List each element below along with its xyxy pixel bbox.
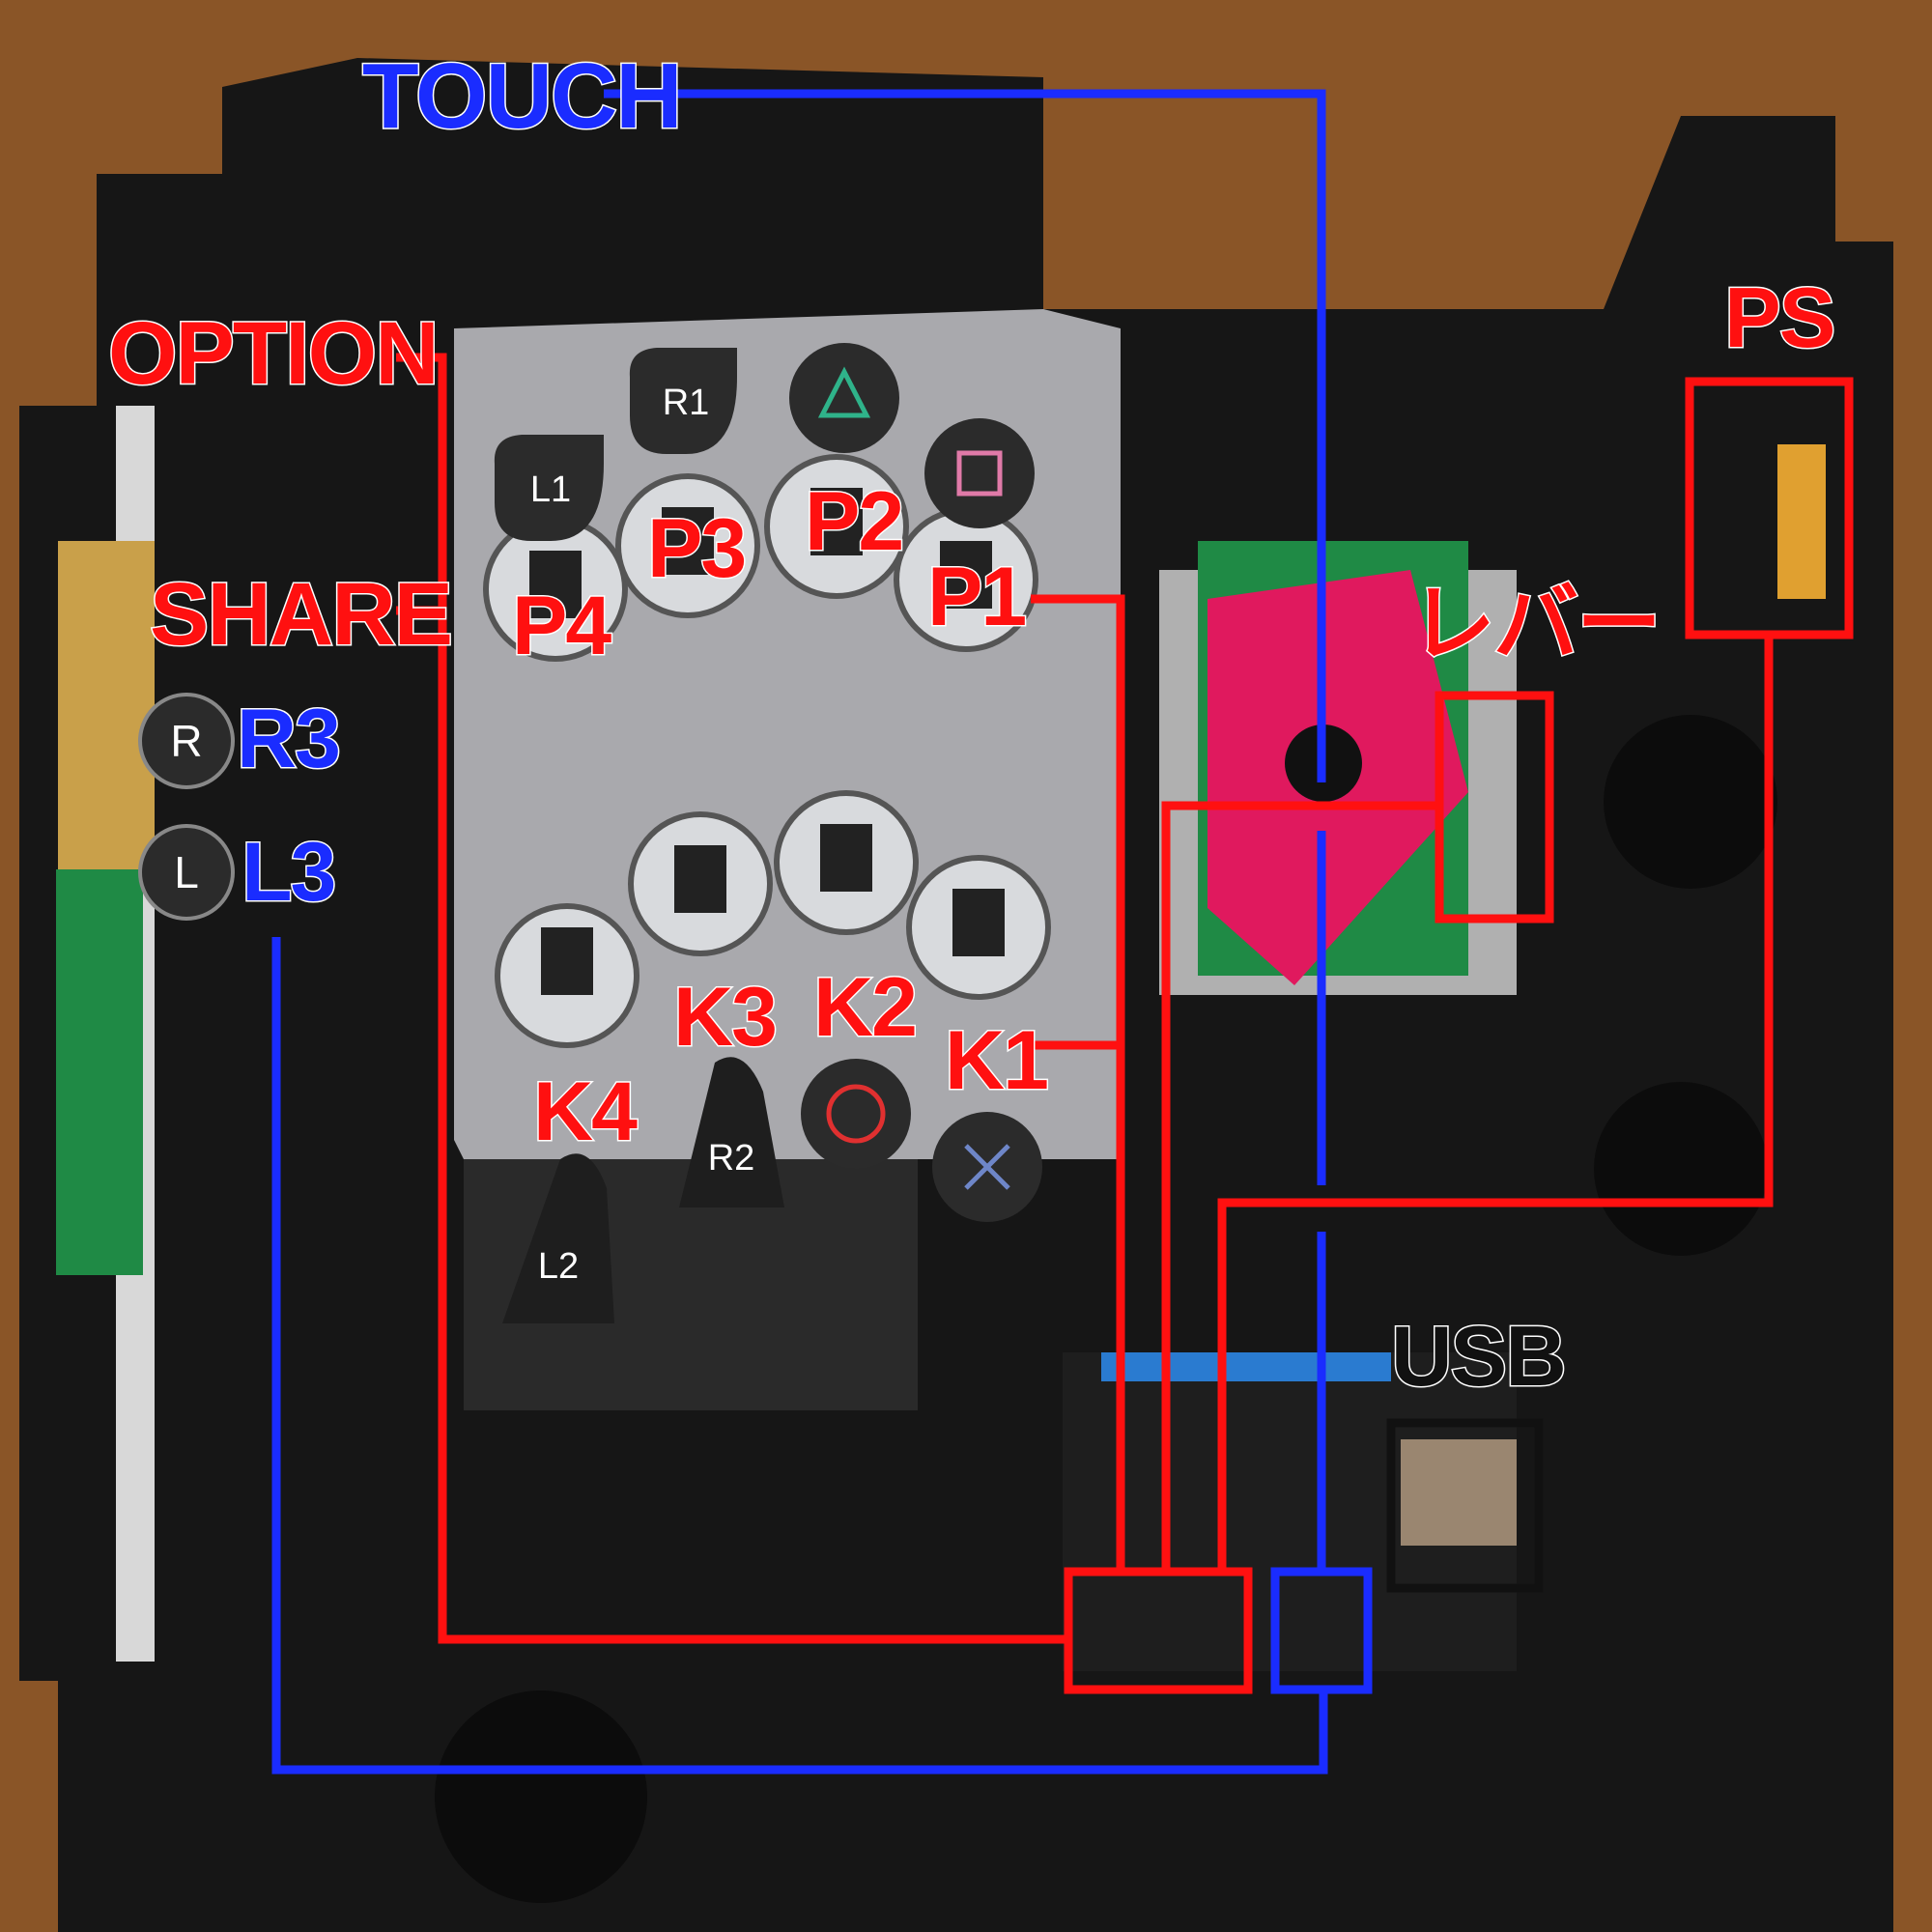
l2-glyph: L2 xyxy=(537,1246,580,1287)
p3-switch xyxy=(662,507,714,575)
p2-label: P2 xyxy=(803,475,905,568)
p4-switch xyxy=(529,551,582,618)
l3-r3-wire xyxy=(271,937,1328,1775)
r2-glyph: R2 xyxy=(707,1138,755,1179)
recess xyxy=(1604,715,1777,889)
triangle-button xyxy=(789,343,899,453)
l1-icon xyxy=(494,435,604,541)
r3-label: R3 xyxy=(236,693,343,785)
k1-label: K1 xyxy=(944,1014,1051,1107)
r1-glyph: R1 xyxy=(662,383,710,423)
triangle-icon xyxy=(817,366,871,418)
touch-board xyxy=(58,541,155,869)
k4-label: K4 xyxy=(532,1065,639,1158)
cross-icon xyxy=(964,1144,1010,1190)
p-row-wire xyxy=(1031,594,1125,1572)
ps-button-icons xyxy=(138,343,1042,1323)
p1-switch xyxy=(940,541,992,609)
j9-connector-box xyxy=(1064,1567,1253,1694)
l-stick-glyph: L xyxy=(174,847,199,897)
p2-switch xyxy=(810,488,863,555)
square-icon xyxy=(956,450,1003,497)
r-stick-glyph: R xyxy=(170,716,203,766)
lever-wire xyxy=(1161,801,1439,1572)
p4-label: P4 xyxy=(510,580,612,672)
touch-label: TOUCH xyxy=(361,44,685,148)
r1-icon xyxy=(629,348,737,454)
k2-switch xyxy=(820,824,872,892)
recess xyxy=(1594,1082,1768,1256)
l2-icon xyxy=(502,1153,614,1323)
l1-glyph: L1 xyxy=(529,469,572,510)
k3-label: K3 xyxy=(672,971,780,1064)
r2-icon xyxy=(679,1057,784,1208)
k1-switch xyxy=(952,889,1005,956)
recess xyxy=(435,1690,647,1903)
option-share-wire xyxy=(396,353,1068,1644)
l3-label: L3 xyxy=(240,826,337,919)
circle-icon xyxy=(826,1084,886,1144)
k2-label: K2 xyxy=(812,961,920,1054)
green-pcb xyxy=(56,869,143,1275)
ps-button-board xyxy=(1777,444,1826,599)
share-label: SHARE xyxy=(148,565,454,664)
option-label: OPTION xyxy=(107,304,441,403)
usb-label: USB xyxy=(1390,1308,1569,1404)
k4-switch xyxy=(541,927,593,995)
red-wires xyxy=(396,353,1774,1644)
blue-wires xyxy=(271,89,1328,1775)
arcade-buttons xyxy=(483,454,1051,1048)
k3-switch xyxy=(674,845,726,913)
square-button xyxy=(924,418,1035,528)
lever-label: レバー xyxy=(1408,576,1662,671)
usb-box xyxy=(1386,1418,1544,1593)
l-stick-button xyxy=(138,824,235,921)
p1-label: P1 xyxy=(925,551,1028,643)
ps-wire xyxy=(1217,635,1774,1572)
usb-port xyxy=(1401,1439,1517,1546)
circle-button xyxy=(801,1059,911,1169)
r-stick-button xyxy=(138,693,235,789)
touch-wire-upper xyxy=(604,89,1326,782)
ps-label: PS xyxy=(1722,270,1836,365)
p3-label: P3 xyxy=(645,502,748,595)
terminal-block xyxy=(1101,1352,1391,1381)
